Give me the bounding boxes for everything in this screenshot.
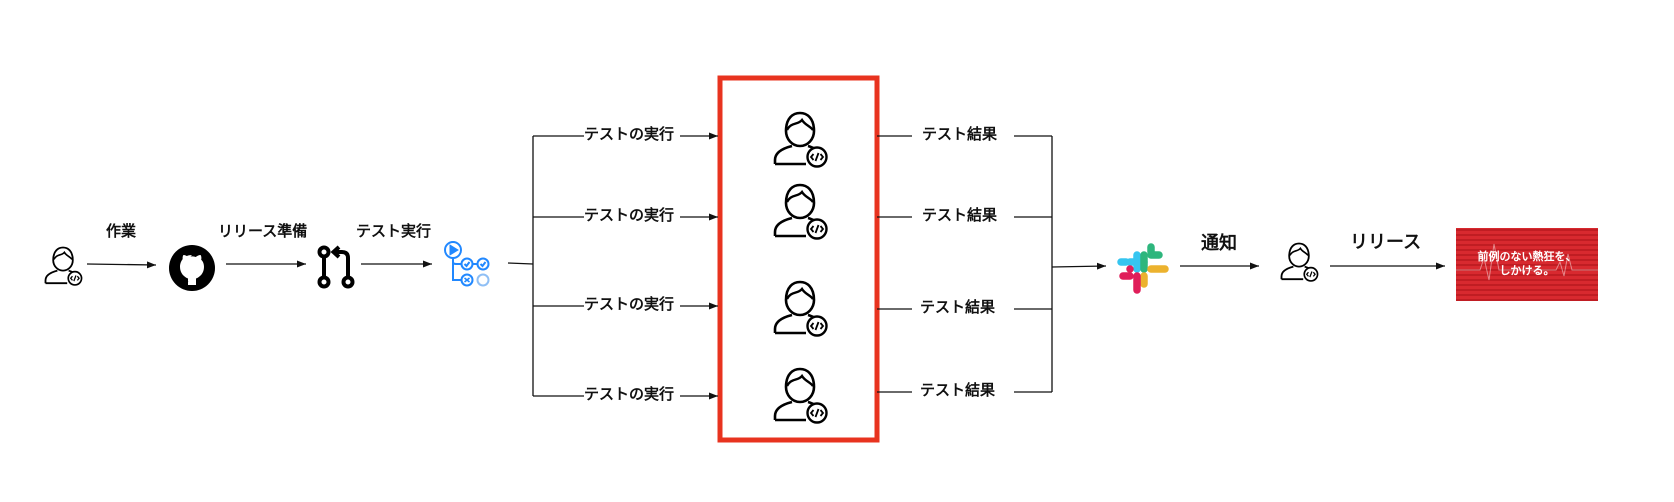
developer-icon-1: [773, 111, 828, 168]
label-test-result-1: テスト結果: [922, 125, 998, 143]
label-test-result-4: テスト結果: [920, 381, 996, 399]
banner-texture: [1456, 228, 1598, 301]
developer-icon-start: [44, 246, 83, 286]
label-test-run: テスト実行: [356, 222, 432, 240]
developer-icon-3: [773, 280, 828, 337]
github-icon: [169, 245, 215, 291]
label-test-result-2: テスト結果: [922, 206, 998, 224]
pull-request-icon: [317, 245, 355, 289]
highlight-box: [717, 75, 880, 443]
label-work: 作業: [106, 222, 137, 240]
label-test-exec-1: テストの実行: [584, 125, 675, 143]
banner-line-1: 前例のない熱狂を、: [1477, 250, 1577, 263]
label-release: リリース: [1350, 232, 1422, 253]
banner-line-2: しかける。: [1499, 264, 1555, 277]
github-actions-icon: [444, 241, 490, 287]
slack-icon: [1117, 243, 1169, 294]
flow-connectors: [86, 132, 1445, 400]
company-banner: 前例のない熱狂を、 しかける。: [1456, 228, 1598, 301]
label-test-exec-2: テストの実行: [584, 206, 675, 224]
label-test-exec-3: テストの実行: [584, 295, 675, 313]
heartbeat-line: [1456, 243, 1598, 281]
developer-icon-2: [773, 183, 828, 240]
developer-icon-4: [773, 367, 828, 424]
label-release-prep: リリース準備: [218, 222, 308, 240]
label-notify: 通知: [1201, 233, 1237, 254]
developer-icon-end: [1280, 242, 1319, 282]
label-test-result-3: テスト結果: [920, 298, 996, 316]
banner-text: 前例のない熱狂を、 しかける。: [1456, 250, 1598, 278]
label-test-exec-4: テストの実行: [584, 385, 675, 403]
